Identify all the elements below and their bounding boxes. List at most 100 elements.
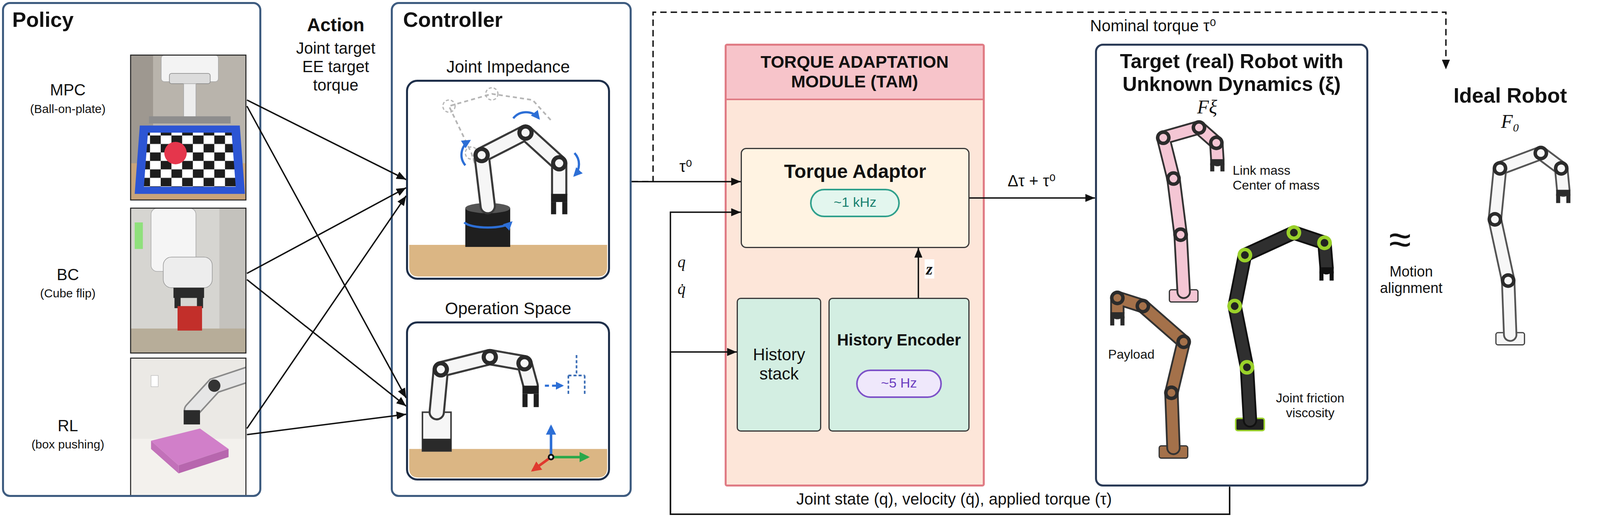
illustration-part: [1176, 230, 1185, 239]
text-slot: (box pushing): [8, 437, 128, 452]
policy-photo: [130, 54, 247, 200]
robot-pink: [1155, 120, 1225, 303]
node-label: Joint Impedance: [395, 57, 621, 77]
illustration-part: [1169, 174, 1178, 183]
illustration-part: [1320, 238, 1329, 247]
part-name: Joint friction viscosity: [1268, 390, 1353, 421]
illustration-part: [183, 410, 200, 425]
illustration-part: [461, 140, 470, 166]
illustration-part: [1113, 294, 1122, 302]
label-slot: Joint state (q), velocity (q̇), applied …: [770, 489, 1138, 509]
illustration-part: [178, 448, 229, 474]
illustration-part: [1227, 298, 1243, 314]
illustration-part: [485, 353, 494, 362]
robot-brown: [1109, 290, 1191, 459]
illustration-part: [1120, 316, 1125, 326]
illustration-part: [1110, 316, 1115, 326]
illustration-part: [169, 73, 211, 84]
process-box: Torque Adaptor ~1 kHz: [740, 147, 970, 249]
process-box: History stack: [736, 297, 822, 432]
label-slot: Motion alignment: [1375, 263, 1447, 297]
illustration-part: [521, 128, 530, 137]
illustration-part: [551, 455, 588, 459]
illustration-part: [551, 155, 568, 172]
illustration-part: [1139, 302, 1147, 310]
node-label: Policy: [12, 8, 217, 33]
illustration-part: [151, 440, 179, 474]
illustration-part: [1117, 297, 1184, 448]
node-label: MPC: [8, 80, 128, 99]
illustration-part: [1176, 334, 1192, 350]
signal-name: q: [677, 252, 694, 272]
policy-item: MPC (Ball-on-plate): [8, 54, 247, 202]
photo-frame: [130, 54, 247, 200]
illustration-part: [191, 373, 247, 411]
node-label: TORQUE ADAPTATION MODULE (TAM): [739, 52, 970, 92]
edge-label-slot: Nominal torque τ⁰: [1071, 16, 1235, 35]
text-slot: BC: [8, 265, 128, 284]
text-slot: MPC: [8, 80, 128, 99]
illustration-part: [143, 132, 236, 187]
section-label: Action: [279, 14, 392, 36]
dashed-connector: [631, 12, 1447, 182]
connector: [670, 351, 1230, 515]
connector: [246, 279, 407, 407]
edge-label: z: [924, 259, 935, 279]
label-slot: Payload: [1108, 347, 1160, 362]
node-label: (Ball-on-plate): [8, 102, 128, 117]
illustration-part: [1173, 227, 1188, 243]
illustration-part: [130, 208, 247, 354]
illustration-part: [208, 379, 221, 392]
illustration-part: [522, 385, 540, 394]
note: Motion alignment: [1375, 263, 1447, 297]
illustration-part: [1240, 251, 1249, 259]
illustration-part: [422, 438, 451, 452]
label-slot: Link mass Center of mass: [1232, 163, 1327, 193]
controller-box: Operation Space: [406, 321, 611, 481]
illustration-part: [1492, 161, 1508, 176]
text-slot: Joint Impedance: [395, 57, 621, 77]
text-slot: History stack: [740, 345, 818, 384]
illustration-part: [1566, 193, 1571, 204]
illustration-part: [1167, 389, 1176, 397]
illustration-part: [517, 124, 534, 142]
connector: [631, 180, 741, 183]
text-slot: Torque Adaptor: [740, 160, 970, 183]
illustration-part: [1109, 290, 1125, 306]
illustration-part: [177, 306, 203, 331]
label-slot: Action: [279, 14, 392, 36]
illustration-part: [532, 457, 552, 471]
part-name: Link mass Center of mass: [1232, 163, 1327, 193]
illustration-part: [520, 359, 529, 368]
illustration-part: [1319, 271, 1324, 281]
text-slot: RL: [8, 416, 128, 435]
connector: [246, 195, 407, 429]
illustration-part: [1239, 359, 1255, 375]
illustration-part: [1494, 153, 1564, 335]
photo-frame: [130, 358, 247, 497]
panel: PolicyMPC(Ball-on-plate)BC(Cube flip)RL(…: [2, 2, 262, 497]
policy-photo: [130, 358, 247, 497]
connector: [969, 197, 1095, 199]
illustration-part: [549, 455, 553, 459]
illustration-part: [481, 349, 499, 366]
illustration-part: [1537, 149, 1545, 157]
joint-impedance-illustration: [409, 87, 608, 277]
illustration-part: [464, 222, 512, 228]
connector: [246, 414, 407, 435]
edge-label: τ⁰: [677, 157, 694, 176]
edge-label-slot: z: [924, 259, 942, 279]
illustration-part: [130, 54, 247, 200]
node-label: RL: [8, 416, 128, 435]
connector: [670, 212, 1230, 515]
illustration-part: [409, 244, 608, 277]
node-label: ~1 kHz: [810, 194, 900, 211]
robot-figure: Ideal RobotF₀: [1433, 69, 1587, 347]
illustration-part: [436, 357, 531, 413]
illustration-part: [1501, 273, 1516, 289]
illustration-part: [513, 112, 540, 119]
label-slot: ≈: [1379, 216, 1421, 263]
policy-photo: [130, 208, 247, 354]
rate-pill: ~5 Hz: [856, 369, 942, 398]
